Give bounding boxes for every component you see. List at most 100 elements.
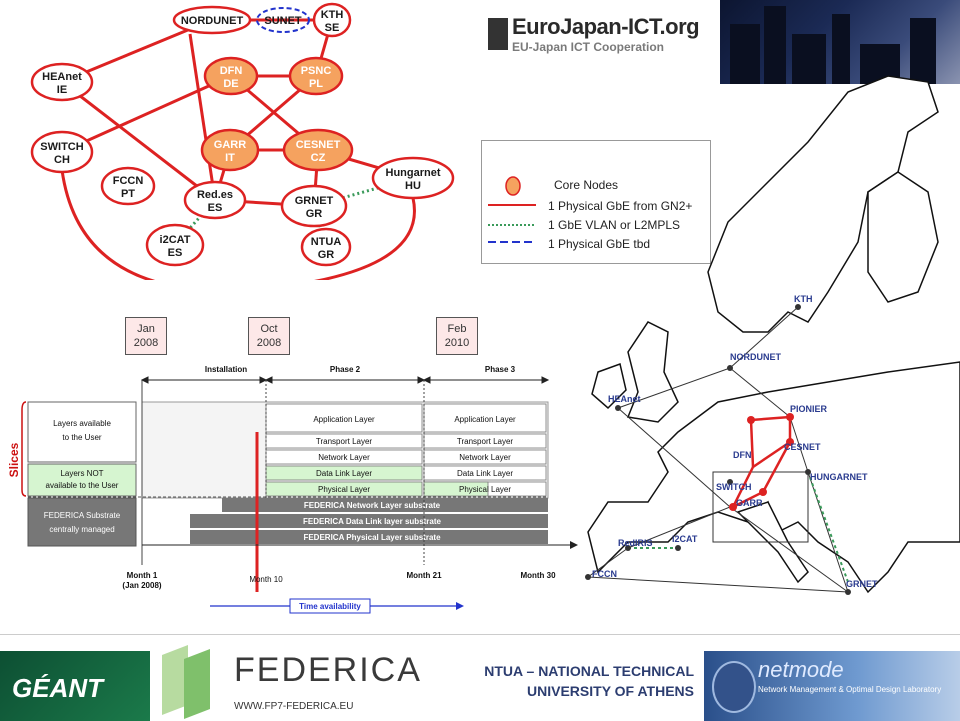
phase2-application bbox=[265, 403, 423, 433]
topology-node-sunet: SUNET bbox=[264, 15, 302, 27]
date-box-oct-2008: Oct 2008 bbox=[248, 317, 290, 355]
substrate-datalink-label: FEDERICA Data Link layer substrate bbox=[303, 517, 442, 526]
map-label-dfn: DFN bbox=[733, 450, 752, 460]
date-month: Oct bbox=[260, 323, 278, 335]
topology-node-shape bbox=[172, 5, 252, 35]
topology-node-code: DE bbox=[223, 78, 238, 90]
topology-node-shape bbox=[300, 227, 352, 267]
legend-core-nodes: Core Nodes bbox=[554, 178, 619, 192]
link-heanet-redes bbox=[61, 80, 216, 202]
federica-logo-mark bbox=[162, 645, 210, 719]
map-link bbox=[617, 407, 731, 508]
arrow-head bbox=[259, 376, 268, 384]
map-label-switch: SWITCH bbox=[716, 482, 752, 492]
arrow-head bbox=[264, 376, 273, 384]
legend-core-node-swatch bbox=[505, 176, 521, 196]
topology-node-shape bbox=[203, 56, 259, 96]
map-node-hungarnet bbox=[805, 469, 811, 475]
map-node-heanet bbox=[615, 405, 621, 411]
map-core-link bbox=[732, 490, 764, 509]
map-links-black bbox=[587, 306, 849, 593]
core-region-box bbox=[712, 471, 809, 543]
link-nordunet-redes bbox=[188, 33, 217, 201]
topology-node-label: i2CAT bbox=[160, 234, 191, 246]
topology-node-shape bbox=[100, 166, 156, 206]
topology-node-code: GR bbox=[306, 208, 323, 220]
netmode-logo-subtitle: Network Management & Optimal Design Labo… bbox=[758, 685, 942, 694]
map-node-fccn bbox=[585, 574, 591, 580]
federica-url[interactable]: WWW.FP7-FEDERICA.EU bbox=[234, 701, 354, 712]
month-21-label: Month 21 bbox=[406, 571, 442, 580]
topology-node-label: Red.es bbox=[197, 189, 233, 201]
topology-node-label: GARR bbox=[214, 139, 246, 151]
map-link bbox=[729, 506, 849, 593]
map-link bbox=[807, 471, 849, 593]
ntua-seal-icon bbox=[712, 661, 756, 713]
phase-3-label: Phase 3 bbox=[485, 365, 516, 374]
layers-not-line1: Layers NOT bbox=[60, 469, 103, 478]
link-ring-switch-hungarnet bbox=[60, 169, 416, 280]
map-core-links bbox=[731, 415, 792, 509]
topology-node-code: PL bbox=[309, 78, 323, 90]
topology-node-shape bbox=[371, 156, 455, 200]
map-label-kth: KTH bbox=[794, 294, 813, 304]
map-node-rediris bbox=[625, 545, 631, 551]
finland-outline bbox=[867, 171, 939, 303]
map-core-link bbox=[749, 419, 755, 468]
federica-logo-name: FEDERICA bbox=[234, 651, 422, 689]
topology-node-code: IE bbox=[57, 84, 67, 96]
topology-node-shape bbox=[183, 180, 247, 220]
phase-arrows bbox=[140, 376, 550, 384]
phase3-application-label: Application Layer bbox=[454, 415, 516, 424]
date-year: 2008 bbox=[256, 337, 282, 349]
box-substrate bbox=[27, 497, 137, 547]
topology-node-code: PT bbox=[121, 188, 135, 200]
slices-label: Slices bbox=[7, 442, 21, 477]
uk-outline bbox=[626, 321, 679, 423]
map-core-link bbox=[752, 440, 791, 469]
topology-node-code: ES bbox=[168, 247, 183, 259]
date-year: 2008 bbox=[133, 337, 159, 349]
map-label-cesnet: CESNET bbox=[784, 442, 821, 452]
map-node-pionier bbox=[786, 413, 794, 421]
map-link bbox=[617, 367, 731, 409]
map-vlan-link bbox=[807, 471, 849, 583]
map-node-kth bbox=[795, 304, 801, 310]
topology-node-shape bbox=[30, 62, 94, 102]
topology-node-nordunet: NORDUNET bbox=[172, 5, 252, 35]
substrate-network-bar bbox=[222, 498, 548, 512]
map-label-i2cat: i2CAT bbox=[672, 534, 698, 544]
month-30-label: Month 30 bbox=[520, 571, 556, 580]
geant-logo-text: GÉANT bbox=[12, 673, 103, 703]
eurojapan-logo-subtitle: EU-Japan ICT Cooperation bbox=[512, 40, 665, 54]
phase3-transport-label: Transport Layer bbox=[457, 437, 514, 446]
phase2-network-label: Network Layer bbox=[318, 453, 370, 462]
topology-node-label: CESNET bbox=[296, 139, 341, 151]
map-label-garr: GARR bbox=[736, 498, 763, 508]
map-vlan-links bbox=[628, 471, 849, 583]
topology-node-code: ES bbox=[208, 202, 223, 214]
topology-node-shape bbox=[282, 128, 354, 172]
slices-brace bbox=[21, 401, 27, 497]
topology-node-label: Hungarnet bbox=[386, 167, 441, 179]
date-year: 2010 bbox=[444, 337, 470, 349]
date-month: Feb bbox=[447, 323, 467, 335]
map-node-dfn bbox=[747, 416, 755, 424]
legend-swatches bbox=[488, 176, 536, 243]
map-node-nordunet bbox=[727, 365, 733, 371]
city-skyline-photo bbox=[720, 0, 960, 84]
layers-available-line2: to the User bbox=[62, 433, 101, 442]
legend-physical-tbd: 1 Physical GbE tbd bbox=[548, 237, 651, 251]
substrate-physical-bar bbox=[190, 530, 548, 544]
map-core-link bbox=[750, 415, 791, 422]
phase-installation-label: Installation bbox=[205, 365, 247, 374]
time-axis-arrowhead bbox=[570, 541, 578, 549]
topology-node-label: KTH bbox=[321, 9, 344, 21]
scandinavia-outline bbox=[707, 75, 939, 333]
substrate-line2: centrally managed bbox=[49, 525, 114, 534]
